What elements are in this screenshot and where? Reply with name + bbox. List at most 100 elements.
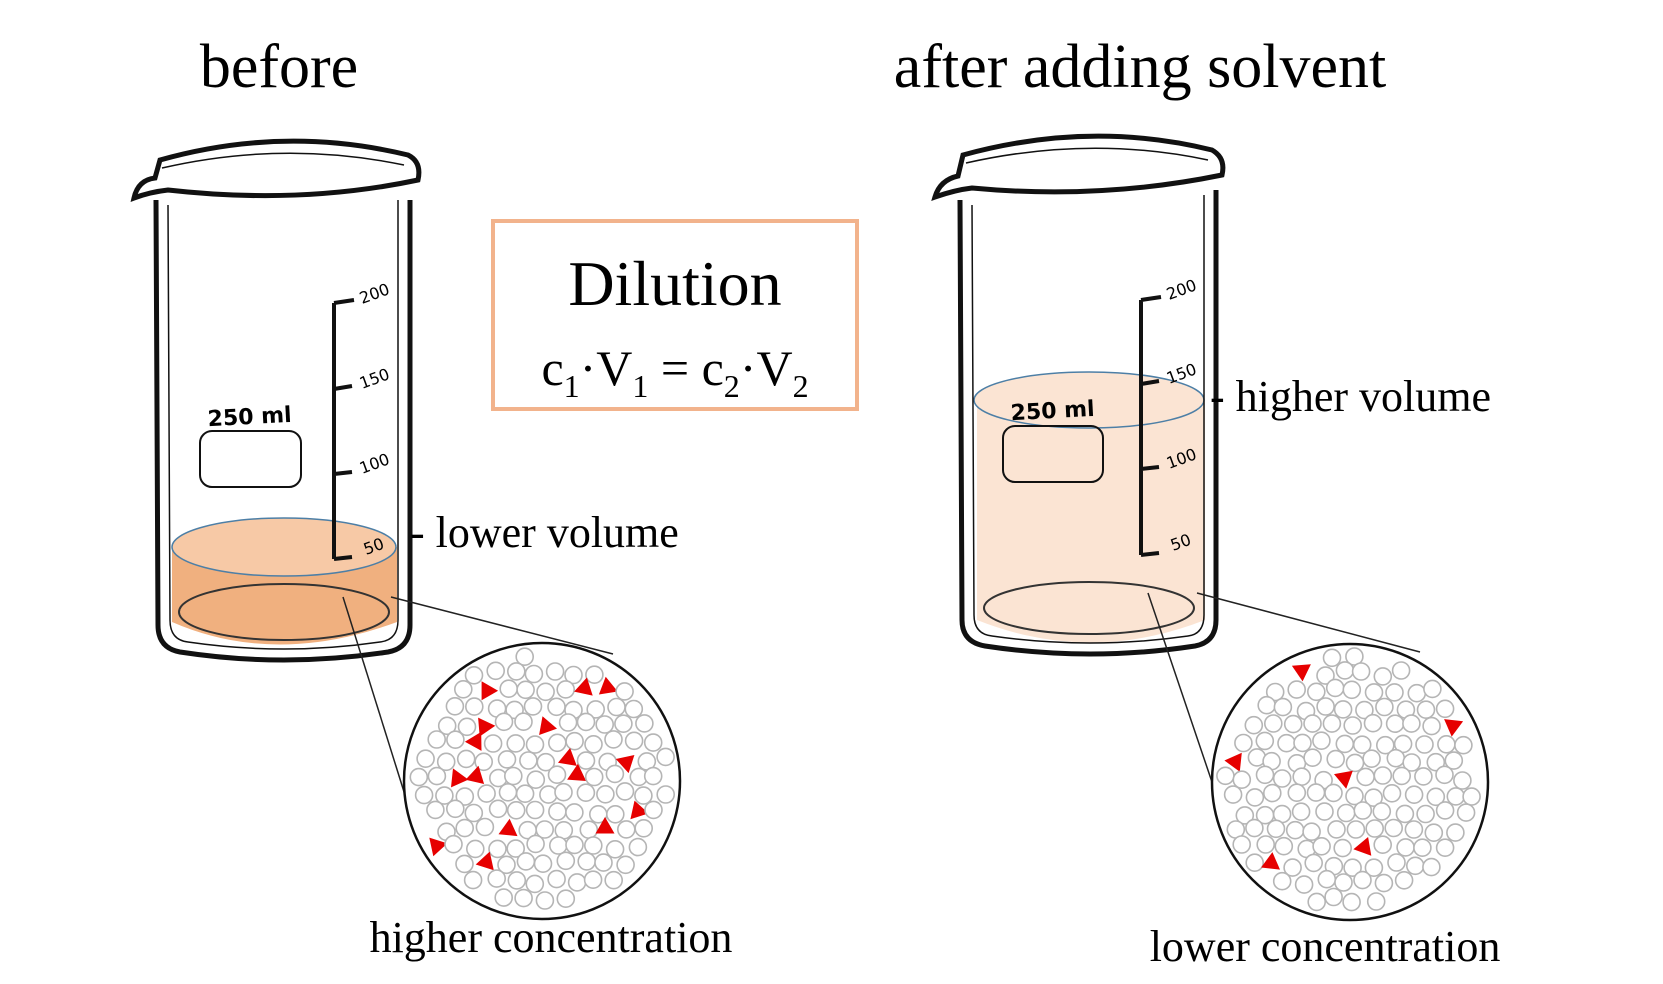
solvent-particle <box>1392 766 1411 786</box>
solvent-particle <box>1334 873 1353 892</box>
solvent-particle <box>1444 751 1464 770</box>
solvent-particle <box>1373 766 1393 785</box>
solute-particle <box>558 748 577 766</box>
solvent-particle <box>1333 838 1352 858</box>
solvent-particle <box>634 786 653 805</box>
solvent-particle <box>506 800 526 820</box>
solvent-particle <box>1343 716 1362 735</box>
solvent-particle <box>1376 735 1395 755</box>
solvent-particle <box>1426 752 1446 772</box>
solvent-particle <box>565 803 584 822</box>
solvent-particle <box>576 712 596 732</box>
solvent-particle <box>1387 853 1406 872</box>
liquid-after <box>977 400 1205 643</box>
solvent-particle <box>643 766 663 786</box>
solvent-particle <box>426 800 445 820</box>
scale-before-100: 100 <box>357 449 392 477</box>
zoom-label-before: higher concentration <box>370 913 733 962</box>
solvent-particle <box>1453 771 1472 790</box>
solvent-particle <box>1285 820 1305 840</box>
formula-box: Dilution c1·V1 = c2·V2 <box>491 219 859 411</box>
solvent-particle <box>487 869 507 888</box>
solvent-particle <box>1404 820 1424 839</box>
solvent-particle <box>1232 835 1251 854</box>
solvent-particle <box>1416 804 1435 824</box>
solvent-particle <box>427 766 447 786</box>
solvent-particle <box>1325 678 1345 698</box>
solute-particle <box>615 755 635 774</box>
solvent-particle <box>1326 749 1345 769</box>
solvent-particle <box>1322 648 1342 668</box>
solute-particle <box>630 800 649 820</box>
scale-before-150: 150 <box>357 364 392 392</box>
solvent-particle <box>414 785 434 805</box>
solvent-particle <box>1223 785 1243 804</box>
beaker-before: 250 ml 200 150 100 50 - lower volume <box>130 138 679 663</box>
solvent-particle <box>1404 785 1424 805</box>
solvent-particle <box>567 873 587 892</box>
solvent-particle <box>1375 697 1394 717</box>
solvent-particle <box>624 731 644 751</box>
solvent-particle <box>444 834 463 854</box>
solvent-particle <box>1283 714 1303 734</box>
solvent-particle <box>1245 853 1264 873</box>
formula-title: Dilution <box>568 248 781 319</box>
solvent-particle <box>1402 753 1421 772</box>
solvent-particle <box>1322 714 1342 733</box>
solvent-particle <box>523 697 543 716</box>
formula-text: c1·V1 = c2·V2 <box>541 340 808 404</box>
solvent-particle <box>1304 853 1323 873</box>
solvent-particle <box>1255 731 1275 751</box>
solvent-particle <box>1414 767 1433 786</box>
beaker-label-patch-before <box>199 430 302 488</box>
title-after: after adding solvent <box>894 33 1386 101</box>
solvent-particle <box>455 818 475 838</box>
solvent-particle <box>515 647 535 667</box>
solvent-particle <box>594 853 613 872</box>
solvent-particle <box>1307 892 1326 912</box>
solvent-particle <box>1287 680 1306 699</box>
solvent-particle <box>446 730 465 750</box>
solvent-particle <box>624 699 644 719</box>
solvent-particle <box>634 818 654 838</box>
solvent-particle <box>457 717 477 737</box>
solvent-particle <box>483 734 503 753</box>
solute-particle <box>1334 770 1353 789</box>
solvent-particle <box>556 889 576 909</box>
solvent-particle <box>1307 682 1326 702</box>
solvent-particle <box>586 700 606 719</box>
solvent-particle <box>1303 714 1322 733</box>
solvent-particle <box>1364 683 1384 702</box>
solute-particle <box>464 731 482 751</box>
zoom-circle-before <box>402 641 682 921</box>
solvent-particle <box>535 820 555 839</box>
solvent-particle <box>1312 836 1331 856</box>
solvent-particle <box>1283 858 1302 877</box>
solvent-particle <box>1232 770 1252 790</box>
solvent-particle <box>1256 835 1275 854</box>
solvent-particle <box>1353 870 1372 890</box>
solvent-particle <box>1365 819 1384 838</box>
scale-after <box>1139 295 1162 557</box>
beaker-label-before: 250 ml <box>207 403 292 432</box>
solvent-particle <box>1407 683 1427 703</box>
solvent-particle <box>536 682 555 702</box>
solvent-particle <box>455 787 475 806</box>
beaker-label-patch-after <box>1002 425 1104 483</box>
solvent-particle <box>1343 858 1362 878</box>
liquid-surface-before <box>171 517 397 577</box>
solvent-particle <box>1395 804 1415 824</box>
solute-particle <box>567 763 587 781</box>
solvent-particle <box>643 733 663 752</box>
solvent-particle <box>1426 787 1446 807</box>
solute-particle <box>539 716 557 735</box>
solvent-particle <box>576 783 596 803</box>
solvent-particle <box>616 855 635 875</box>
solvent-particle <box>525 874 545 894</box>
solvent-particle <box>548 836 568 855</box>
scale-before-200: 200 <box>357 279 392 307</box>
solvent-particle <box>1372 802 1392 821</box>
solvent-particle <box>494 712 514 732</box>
solvent-particle <box>533 854 553 874</box>
